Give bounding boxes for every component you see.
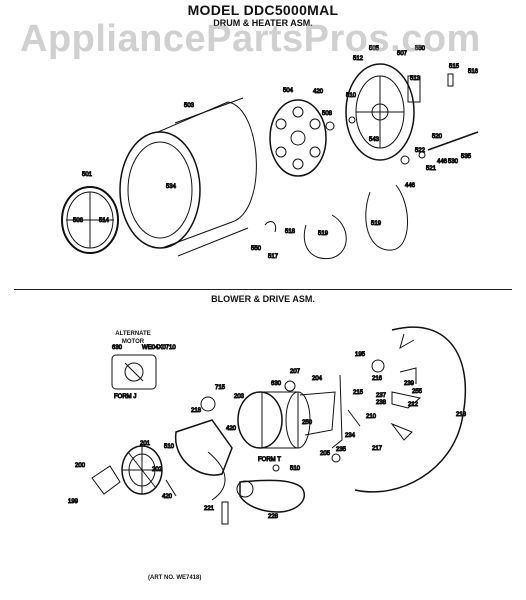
part-number-label: 446 xyxy=(437,159,448,165)
part-number-label: 521 xyxy=(426,166,437,172)
part-number-label: 519 xyxy=(371,221,382,227)
shaft-part xyxy=(427,131,479,151)
part-number-label: 204 xyxy=(312,376,323,382)
idler-pulley-part xyxy=(400,155,410,165)
part-number-label: 207 xyxy=(290,369,301,375)
drive-belt-rings xyxy=(303,184,408,260)
rear-drum-disc xyxy=(269,99,327,177)
part-number-label: 228 xyxy=(268,514,279,520)
part-number-label: 203 xyxy=(234,394,245,400)
part-number-label: 512 xyxy=(353,56,364,62)
part-number-label: 239 xyxy=(404,381,415,387)
model-title: MODEL DDC5000MAL xyxy=(187,2,339,18)
part-number-label: 446 xyxy=(405,183,416,189)
part-number-label: 519 xyxy=(318,231,329,237)
part-number-label: 216 xyxy=(372,376,383,382)
section-divider xyxy=(14,289,512,290)
alternate-motor-label: ALTERNATE MOTOR xyxy=(115,331,151,345)
duct-seal-part xyxy=(221,501,229,525)
part-number-label: 221 xyxy=(204,506,215,512)
part-number-label: 534 xyxy=(166,184,177,190)
part-number-label: 250 xyxy=(302,420,313,426)
part-number-label: 212 xyxy=(408,402,419,408)
idler-pulley xyxy=(371,359,385,373)
part-code-label: WE04X0710 xyxy=(142,345,176,351)
part-number-label: 420 xyxy=(226,426,237,432)
part-number-label: 210 xyxy=(366,414,377,420)
part-number-label: 515 xyxy=(449,64,460,70)
part-number-label: 505 xyxy=(369,46,380,52)
part-number-label: 510 xyxy=(346,93,357,99)
art-number: (ART NO. WE7418) xyxy=(148,575,202,581)
part-number-label: 217 xyxy=(372,446,383,452)
part-number-label: 506 xyxy=(73,218,84,224)
part-number-label: 501 xyxy=(82,172,93,178)
part-number-label: 420 xyxy=(162,494,173,500)
part-number-label: 215 xyxy=(353,390,364,396)
part-number-label: 202 xyxy=(152,467,163,473)
part-number-label: 630 xyxy=(112,345,123,351)
part-number-label: 504 xyxy=(283,88,294,94)
part-number-label: 507 xyxy=(397,51,408,57)
part-number-label: 508 xyxy=(322,111,333,117)
motor-switch-part xyxy=(284,380,296,392)
mounting-bracket-part xyxy=(91,465,121,495)
heater-housing xyxy=(345,63,415,161)
part-number-label: 199 xyxy=(68,499,79,505)
part-number-label: 550 xyxy=(251,246,262,252)
part-number-label: 535 xyxy=(461,154,472,160)
part-number-label: 218 xyxy=(191,408,202,414)
part-number-label: 200 xyxy=(75,463,86,469)
part-number-label: 715 xyxy=(215,385,226,391)
blower-wheel xyxy=(121,445,163,495)
part-number-label: 518 xyxy=(285,229,296,235)
part-number-label: 550 xyxy=(415,46,426,52)
blower-drive-title: BLOWER & DRIVE ASM. xyxy=(211,294,315,304)
part-number-label: 516 xyxy=(468,69,479,75)
part-number-label: 234 xyxy=(345,433,356,439)
part-number-label: 213 xyxy=(456,412,467,418)
part-number-label: 514 xyxy=(99,218,110,224)
part-number-label: 513 xyxy=(410,76,421,82)
part-number-label: 543 xyxy=(369,137,380,143)
part-number-label: 195 xyxy=(355,352,366,358)
part-number-label: 520 xyxy=(432,134,443,140)
part-number-label: 238 xyxy=(376,400,387,406)
part-number-label: 237 xyxy=(376,393,387,399)
form-t-label: FORM T xyxy=(258,457,281,463)
part-number-label: 503 xyxy=(184,103,195,109)
part-number-label: 201 xyxy=(140,441,151,447)
part-number-label: 420 xyxy=(313,89,324,95)
part-number-label: 630 xyxy=(271,381,282,387)
drum-rear-rim xyxy=(354,326,467,493)
motor-clamp-part xyxy=(200,396,216,412)
part-number-label: 517 xyxy=(268,254,279,260)
form-j-label: FORM J xyxy=(114,394,136,400)
part-number-label: 510 xyxy=(164,444,175,450)
part-number-label: 255 xyxy=(412,389,423,395)
watermark: AppliancePartsPros.com xyxy=(20,18,481,60)
drum-front-seal xyxy=(61,186,119,254)
blower-housing xyxy=(174,419,233,501)
idler-arm-part xyxy=(331,374,343,449)
part-number-label: 522 xyxy=(415,148,426,154)
part-number-label: 530 xyxy=(448,159,459,165)
drum xyxy=(119,97,257,257)
part-number-label: 510 xyxy=(290,466,301,472)
drum-heater-title: DRUM & HEATER ASM. xyxy=(213,18,313,28)
alternate-motor-drawing xyxy=(111,354,157,390)
part-number-label: 235 xyxy=(336,447,347,453)
part-number-label: 205 xyxy=(320,451,331,457)
bearing-part xyxy=(325,121,335,131)
clip-part xyxy=(264,221,277,233)
thermostat-part xyxy=(407,75,421,103)
drive-motor xyxy=(237,391,336,449)
exhaust-duct xyxy=(239,479,305,513)
